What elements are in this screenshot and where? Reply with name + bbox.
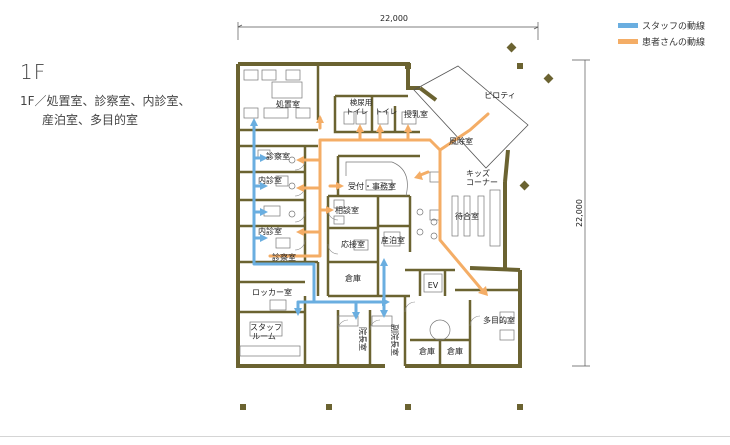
width-dimension: 22,000	[380, 14, 408, 23]
legend-patient-swatch	[618, 39, 638, 44]
patient-arrowheads	[296, 115, 488, 296]
footer-divider	[0, 436, 730, 437]
pilotis-canopy	[413, 65, 529, 169]
room-uketsuke: 受付・事務室	[348, 181, 396, 191]
room-kensa-toilet-line1: 検尿用	[350, 97, 373, 107]
staff-path-corridor	[252, 120, 386, 304]
room-ev: EV	[428, 281, 439, 290]
patient-path-main	[268, 138, 442, 258]
room-staff-line2: ルーム	[252, 332, 276, 341]
interior-walls	[238, 64, 520, 366]
room-list-line-2: 産泊室、多目的室	[42, 113, 139, 127]
room-tamokuteki: 多目的室	[483, 315, 515, 325]
floor-label: 1F	[20, 60, 47, 84]
facade-marks	[236, 128, 240, 348]
room-shinsatsu-bottom: 診察室	[272, 252, 296, 262]
fixtures	[239, 69, 515, 357]
legend-staff-swatch	[618, 23, 638, 28]
room-souko-1: 倉庫	[419, 346, 435, 356]
room-incho: 院長室	[358, 327, 368, 351]
room-kensa-toilet-line2: トイレ	[346, 107, 369, 116]
room-staff-line1: スタッフ	[250, 323, 282, 332]
room-toilet: トイレ	[375, 107, 398, 116]
legend-patient: 患者さんの動線	[618, 35, 705, 48]
room-fuku-incho: 副院長室	[390, 324, 400, 356]
room-list-line-1: 1F／処置室、診察室、内診室、	[20, 94, 191, 108]
dimension-lines	[237, 22, 590, 367]
room-naishin-bottom: 内診室	[258, 226, 282, 236]
room-naishin-top: 内診室	[258, 175, 282, 185]
outer-walls	[236, 62, 522, 368]
room-sodan: 相談室	[335, 205, 359, 215]
room-souko-center: 倉庫	[345, 273, 361, 283]
room-shochi: 処置室	[276, 99, 300, 109]
room-piloti: ピロティ	[484, 91, 516, 100]
room-fujo: 風除室	[449, 136, 473, 146]
legend-staff: スタッフの動線	[618, 19, 705, 32]
patient-path-entrance	[438, 112, 490, 152]
room-kids-line1: キッズ	[466, 168, 490, 178]
legend-staff-label: スタッフの動線	[642, 22, 706, 32]
room-sanpaku: 産泊室	[381, 235, 405, 245]
room-machiai: 待合室	[455, 211, 479, 221]
room-list: 1F／処置室、診察室、内診室、 産泊室、多目的室	[20, 92, 220, 130]
height-dimension: 22,000	[575, 199, 584, 227]
room-labels: 処置室 検尿用 トイレ トイレ 授乳室 ピロティ 風除室 診察室 内診室 内診室…	[250, 91, 516, 356]
room-junyu: 授乳室	[404, 109, 428, 119]
column-markers	[240, 42, 554, 410]
staff-arrowheads	[250, 118, 390, 320]
legend-patient-label: 患者さんの動線	[642, 38, 706, 48]
room-souko-2: 倉庫	[447, 346, 463, 356]
room-shinsatsu-top: 診察室	[266, 151, 290, 161]
room-locker: ロッカー室	[252, 287, 292, 297]
patient-path-waiting	[438, 148, 484, 292]
room-kids-line2: コーナー	[466, 178, 498, 187]
room-ousetsu: 応接室	[341, 239, 365, 249]
legend: スタッフの動線 患者さんの動線	[618, 19, 705, 51]
